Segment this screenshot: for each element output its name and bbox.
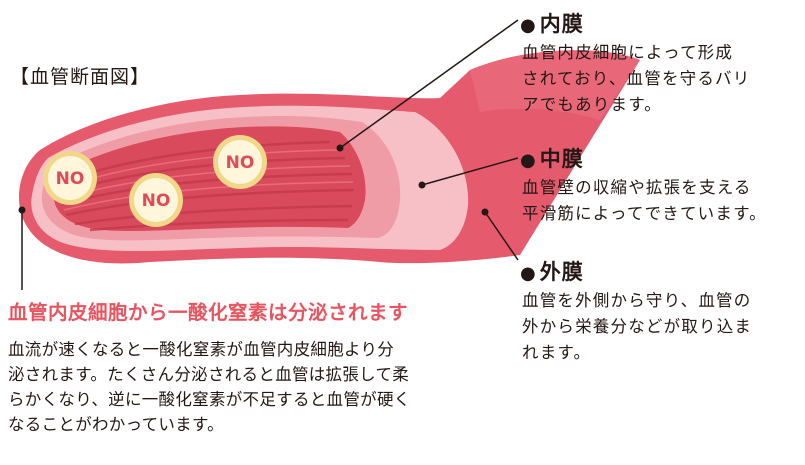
media-description: 血管壁の収縮や拡張を支える 平滑筋によってできています。 — [522, 178, 767, 223]
leader-line-adventitia — [484, 211, 519, 261]
leader-lines — [21, 19, 519, 290]
leader-dots — [18, 144, 489, 216]
svg-text:NO: NO — [56, 169, 85, 189]
leader-line-media — [421, 157, 519, 186]
bullet-icon: ● — [520, 150, 537, 171]
svg-text:NO: NO — [226, 153, 255, 173]
intima-description: 血管内皮細胞によって形成 されており、血管を守るバリ アでもあります。 — [522, 43, 751, 114]
media-title: 中膜 — [539, 147, 584, 171]
media-heading: ●中膜 — [520, 143, 584, 173]
caption-headline: 血管内皮細胞から一酸化窒素は分泌されます — [8, 301, 409, 324]
adventitia-title: 外膜 — [539, 260, 584, 284]
intima-title: 内膜 — [539, 12, 584, 36]
bullet-icon: ● — [520, 15, 537, 36]
outer-membrane-highlight — [470, 50, 640, 120]
section-title: 【血管断面図】 — [10, 66, 151, 88]
caption-body: 血流が速くなると一酸化窒素が血管内皮細胞より分 泌されます。たくさん分泌されると… — [8, 340, 411, 434]
no-molecule: NO — [129, 173, 183, 227]
adventitia-description: 血管を外側から守り、血管の 外から栄養分などが取り込ま れます。 — [522, 291, 753, 362]
no-molecule: NO — [43, 151, 97, 205]
bullet-icon: ● — [520, 263, 537, 284]
adventitia-heading: ●外膜 — [520, 256, 584, 286]
no-molecule: NO — [213, 135, 267, 189]
leader-line-intima — [339, 19, 519, 149]
svg-text:NO: NO — [142, 191, 171, 211]
intima-heading: ●内膜 — [520, 8, 584, 38]
